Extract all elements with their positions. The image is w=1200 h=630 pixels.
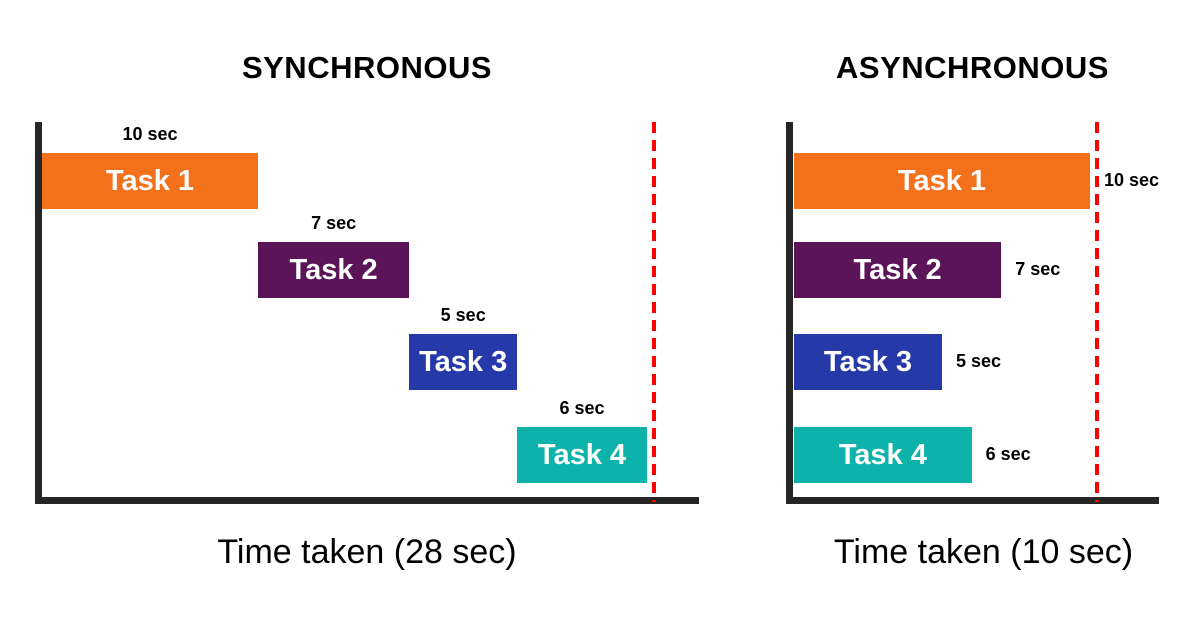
task-bar: Task 2 — [258, 242, 410, 298]
duration-label: 10 sec — [122, 124, 178, 144]
duration-label: 7 sec — [311, 213, 357, 233]
task-bar: Task 3 — [409, 334, 518, 390]
duration-label: 6 sec — [559, 398, 605, 418]
task-bar: Task 4 — [794, 427, 972, 483]
task-bar: Task 1 — [42, 153, 258, 209]
deadline-dashed-line — [651, 122, 656, 502]
deadline-dashed-line — [1095, 122, 1099, 502]
task-bar: Task 3 — [794, 334, 942, 390]
task-bar: Task 1 — [794, 153, 1090, 209]
task-label: Task 2 — [853, 253, 942, 286]
task-label: Task 1 — [897, 164, 987, 197]
task-bar: Task 2 — [794, 242, 1002, 298]
synchronous-chart-title: SYNCHRONOUS — [241, 50, 493, 85]
duration-label: 6 sec — [985, 444, 1031, 464]
x-axis — [786, 497, 1159, 504]
duration-label: 7 sec — [1015, 259, 1061, 279]
task-bar: Task 4 — [517, 427, 647, 483]
asynchronous-time-taken-caption: Time taken (10 sec) — [833, 533, 1134, 571]
y-axis — [786, 122, 793, 504]
task-label: Task 4 — [838, 438, 927, 471]
task-label: Task 3 — [419, 345, 508, 378]
task-label: Task 4 — [537, 438, 627, 471]
task-label: Task 3 — [823, 345, 913, 378]
duration-label: 5 sec — [440, 305, 486, 325]
duration-label: 10 sec — [1104, 170, 1160, 190]
task-label: Task 1 — [105, 164, 195, 197]
synchronous-time-taken-caption: Time taken (28 sec) — [217, 533, 517, 571]
task-label: Task 2 — [289, 253, 378, 286]
duration-label: 5 sec — [956, 351, 1002, 371]
asynchronous-chart-title: ASYNCHRONOUS — [836, 50, 1109, 85]
y-axis — [35, 122, 42, 504]
x-axis — [35, 497, 699, 504]
